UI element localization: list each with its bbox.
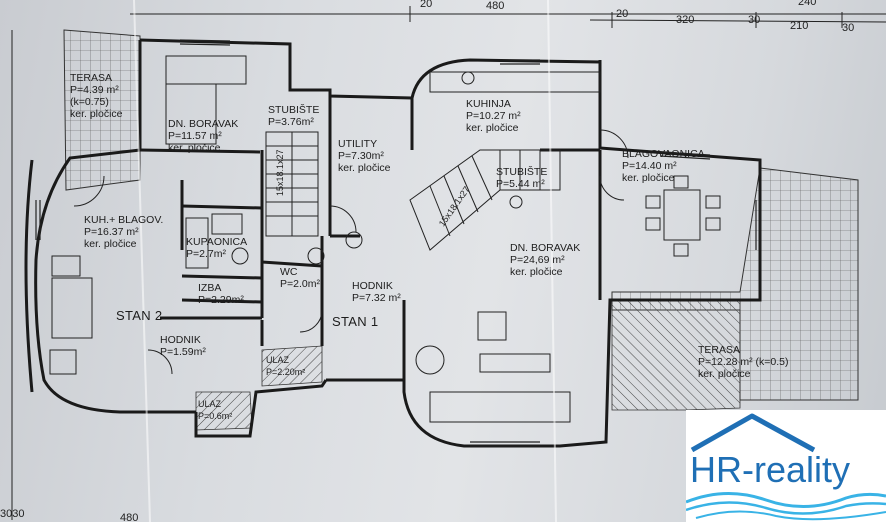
stairs-left bbox=[265, 131, 319, 237]
dim-top-7: 30 bbox=[842, 22, 855, 34]
stairs-left-spec: 15x18.1x27 bbox=[275, 149, 285, 196]
room-hodnik-right: HODNIK P=7.32 m² bbox=[352, 280, 401, 304]
room-utility: UTILITY P=7.30m² ker. pločice bbox=[338, 138, 391, 174]
room-terasa-right: TERASA P=12.28 m² (k=0.5) ker. pločice bbox=[698, 344, 789, 380]
logo-text: HR-reality bbox=[690, 449, 850, 490]
dim-top-3: 20 bbox=[616, 8, 629, 20]
dim-bottom-2: 480 bbox=[120, 512, 139, 522]
paper-folds bbox=[133, 0, 557, 522]
room-ulaz-small: ULAZ P=0.6m² bbox=[198, 399, 233, 421]
stairs-right bbox=[409, 149, 561, 251]
room-wc: WC P=2.0m² bbox=[280, 266, 320, 290]
room-kuh-blagov: KUH.+ BLAGOV. P=16.37 m² ker. pločice bbox=[84, 214, 164, 250]
room-ulaz-mid: ULAZ P=2.20m² bbox=[266, 355, 306, 377]
house-icon: HR-reality bbox=[685, 413, 886, 521]
dim-bottom-1: 3030 bbox=[0, 508, 25, 520]
unit-label-stan-1: STAN 1 bbox=[332, 314, 379, 329]
walls bbox=[24, 38, 762, 448]
dim-top-1: 20 bbox=[420, 0, 433, 10]
furniture bbox=[49, 55, 721, 423]
dim-top-2: 480 bbox=[486, 0, 505, 12]
room-stubiste-left: STUBIŠTE P=3.76m² bbox=[268, 104, 320, 128]
room-dn-boravak-left: DN. BORAVAK P=11.57 m² ker. pločice bbox=[168, 118, 239, 154]
unit-label-stan-2: STAN 2 bbox=[116, 308, 163, 323]
room-dn-boravak-right: DN. BORAVAK P=24,69 m² ker. pločice bbox=[510, 242, 581, 278]
entrance-hatch-mid bbox=[261, 345, 323, 387]
room-izba: IZBA P=2.29m² bbox=[198, 282, 244, 306]
hr-reality-logo: HR-reality bbox=[685, 410, 886, 522]
dim-top-6: 210 bbox=[790, 20, 809, 32]
room-blagovaonica: BLAGOVAONICA P=14.40 m² ker. pločice bbox=[622, 148, 705, 184]
room-stubiste-right: STUBIŠTE P=5.44 m² bbox=[496, 166, 548, 190]
dim-top-5: 30 bbox=[748, 14, 761, 26]
dim-top-4: 320 bbox=[676, 14, 695, 26]
dimension-line-top bbox=[130, 6, 886, 28]
room-terasa-left: TERASA P=4.39 m² (k=0.75) ker. pločice bbox=[70, 72, 123, 120]
room-kupaonica: KUPAONICA P=2.7m² bbox=[186, 236, 248, 260]
room-kuhinja: KUHINJA P=10.27 m² ker. pločice bbox=[466, 98, 521, 134]
room-hodnik-left: HODNIK P=1.59m² bbox=[160, 334, 206, 358]
dim-top-8: 240 bbox=[798, 0, 817, 8]
windows bbox=[35, 39, 761, 447]
